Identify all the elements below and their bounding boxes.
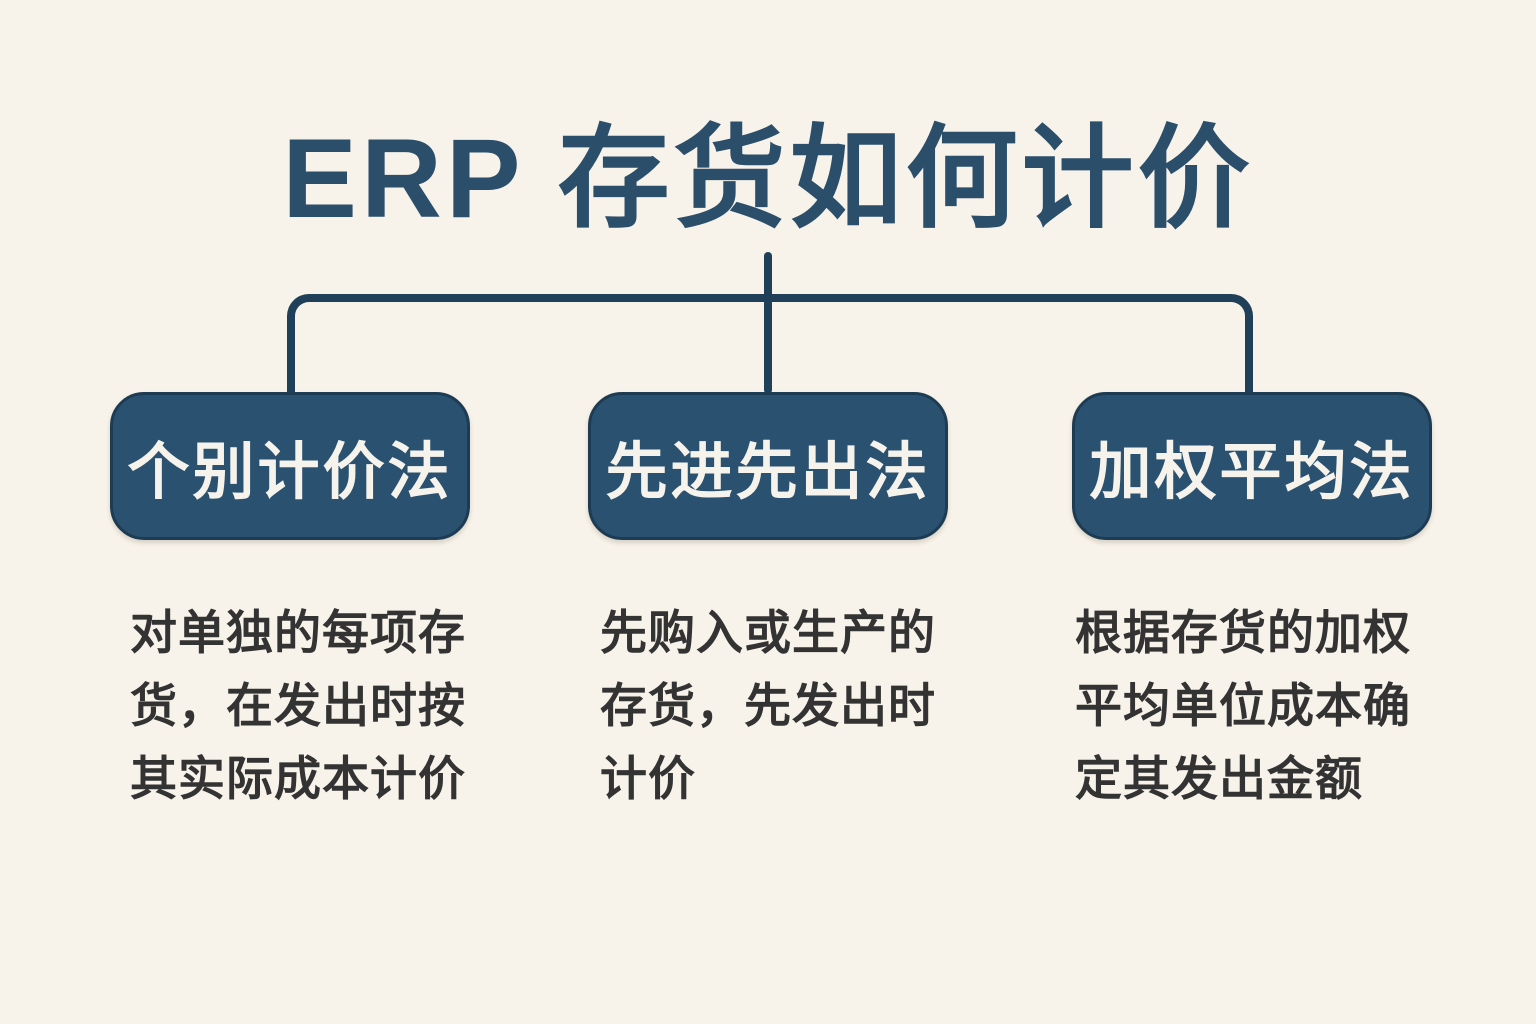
method-description-weighted-average: 根据存货的加权 平均单位成本确 定其发出金额 (1075, 596, 1475, 815)
method-box-specific-identification: 个别计价法 (110, 392, 470, 540)
method-box-weighted-average: 加权平均法 (1072, 392, 1432, 540)
method-box-label: 先进先出法 (605, 438, 931, 507)
method-box-label: 加权平均法 (1089, 438, 1415, 507)
method-description-specific-identification: 对单独的每项存 货，在发出时按 其实际成本计价 (130, 596, 530, 815)
method-desc-line: 对单独的每项存 (130, 606, 466, 659)
method-box-fifo: 先进先出法 (588, 392, 948, 540)
connector-stem (764, 252, 772, 394)
method-desc-line: 存货，先发出时 (600, 679, 936, 732)
method-desc-line: 货，在发出时按 (130, 679, 466, 732)
page-title: ERP 存货如何计价 (282, 116, 1254, 241)
method-desc-line: 计价 (600, 752, 696, 805)
method-desc-line: 定其发出金额 (1075, 752, 1363, 805)
method-description-fifo: 先购入或生产的 存货，先发出时 计价 (600, 596, 1000, 815)
method-desc-line: 先购入或生产的 (600, 606, 936, 659)
method-desc-line: 平均单位成本确 (1075, 679, 1411, 732)
method-desc-line: 其实际成本计价 (130, 752, 466, 805)
method-box-label: 个别计价法 (127, 438, 453, 507)
method-desc-line: 根据存货的加权 (1075, 606, 1411, 659)
